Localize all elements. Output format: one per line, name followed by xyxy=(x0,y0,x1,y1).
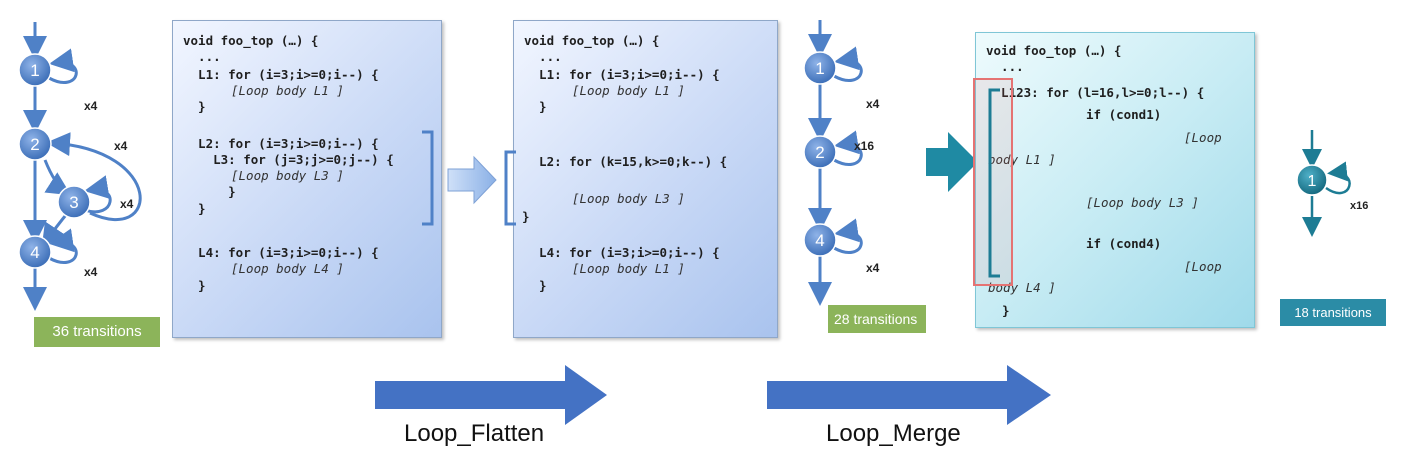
svg-text:3: 3 xyxy=(69,193,78,212)
code-line: } xyxy=(183,201,206,216)
state-graph-3: 1 x16 xyxy=(1296,130,1368,237)
code-line: } xyxy=(183,99,206,114)
self-loop-1 xyxy=(833,46,863,82)
code-line: [Loop body L3 ] xyxy=(1086,195,1199,210)
code-line: } xyxy=(183,278,206,293)
transitions-badge: 36 transitions xyxy=(34,317,160,347)
node-1: 1 xyxy=(803,51,837,85)
code-box-merged: void foo_top (…) { ... L123: for (l=16,l… xyxy=(975,32,1255,328)
code-line: } xyxy=(183,184,236,199)
merge-arrow xyxy=(767,365,1051,425)
code-line: } xyxy=(522,209,530,224)
small-arrow-right xyxy=(447,155,497,205)
code-line: [Loop body L1 ] xyxy=(572,83,685,98)
count-label: x4 xyxy=(114,139,128,153)
self-loop-1 xyxy=(1325,161,1351,195)
code-line: [Loop xyxy=(1184,259,1222,274)
teal-arrow-right xyxy=(926,132,978,192)
highlight-box xyxy=(973,78,1013,286)
code-line: if (cond4) xyxy=(1086,236,1162,251)
transitions-badge: 28 transitions xyxy=(828,305,926,333)
count-label: x4 xyxy=(84,265,98,279)
code-line: L1: for (i=3;i>=0;i--) { xyxy=(183,67,379,82)
edge-2-3 xyxy=(43,159,72,196)
count-label: x4 xyxy=(120,197,134,211)
code-line: void foo_top (…) { xyxy=(183,33,319,48)
code-line: ... xyxy=(986,59,1024,74)
code-line: [Loop body L3 ] xyxy=(231,168,344,183)
code-line: } xyxy=(1002,303,1010,318)
node-1: 1 xyxy=(18,53,52,87)
code-line: [Loop body L1 ] xyxy=(231,83,344,98)
bracket-left xyxy=(988,88,1000,278)
self-loop-3 xyxy=(84,175,112,214)
caption-loop-merge: Loop_Merge xyxy=(826,420,961,447)
svg-text:1: 1 xyxy=(30,61,39,80)
back-edge-2 xyxy=(46,132,142,221)
svg-text:4: 4 xyxy=(30,243,39,262)
node-2: 2 xyxy=(803,135,837,169)
code-line: L1: for (i=3;i>=0;i--) { xyxy=(524,67,720,82)
code-line: void foo_top (…) { xyxy=(524,33,660,48)
flatten-arrow xyxy=(375,365,607,425)
node-4: 4 xyxy=(18,235,52,269)
bracket-left xyxy=(504,150,516,226)
count-label: x4 xyxy=(866,97,880,111)
transitions-badge: 18 transitions xyxy=(1280,299,1386,326)
caption-loop-flatten: Loop_Flatten xyxy=(404,420,545,447)
code-line: L4: for (i=3;i>=0;i--) { xyxy=(183,245,379,260)
state-graph-1: 1 2 3 4 x4 x4 x4 x4 xyxy=(18,22,142,311)
count-label: x16 xyxy=(1350,200,1368,212)
svg-text:4: 4 xyxy=(815,231,824,250)
node-3: 3 xyxy=(57,185,91,219)
code-line: L2: for (i=3;i>=0;i--) { xyxy=(183,136,379,151)
svg-text:2: 2 xyxy=(30,135,39,154)
self-loop-2 xyxy=(833,130,863,166)
code-line: body L4 ] xyxy=(988,280,1056,295)
count-label: x4 xyxy=(866,261,880,275)
code-line: [Loop body L4 ] xyxy=(231,261,344,276)
code-line: L123: for (l=16,l>=0;l--) { xyxy=(986,85,1205,100)
bracket-right xyxy=(422,130,434,226)
code-line: ... xyxy=(524,49,562,64)
state-graph-2: 1 2 4 x4 x16 x4 xyxy=(803,20,880,306)
node-2: 2 xyxy=(18,127,52,161)
svg-text:1: 1 xyxy=(815,59,824,78)
self-loop-4 xyxy=(48,228,78,264)
svg-text:1: 1 xyxy=(1308,173,1317,190)
node-1: 1 xyxy=(1296,164,1328,196)
code-line: [Loop xyxy=(1184,130,1222,145)
count-label: x4 xyxy=(84,99,98,113)
code-line: if (cond1) xyxy=(1086,107,1162,122)
count-label: x16 xyxy=(854,139,874,153)
code-box-original: void foo_top (…) { ... L1: for (i=3;i>=0… xyxy=(172,20,442,338)
node-4: 4 xyxy=(803,223,837,257)
svg-text:2: 2 xyxy=(815,143,824,162)
code-line: L2: for (k=15,k>=0;k--) { xyxy=(524,154,728,169)
code-line: body L1 ] xyxy=(988,152,1056,167)
code-line: [Loop body L3 ] xyxy=(572,191,685,206)
code-line: } xyxy=(524,99,547,114)
code-line: } xyxy=(524,278,547,293)
self-loop-1 xyxy=(48,48,78,84)
code-line: ... xyxy=(183,49,221,64)
code-line: L3: for (j=3;j>=0;j--) { xyxy=(183,152,394,167)
code-box-flattened: void foo_top (…) { ... L1: for (i=3;i>=0… xyxy=(513,20,778,338)
code-line: L4: for (i=3;i>=0;i--) { xyxy=(524,245,720,260)
self-loop-4 xyxy=(833,218,863,254)
code-line: void foo_top (…) { xyxy=(986,43,1122,58)
code-line: [Loop body L1 ] xyxy=(572,261,685,276)
